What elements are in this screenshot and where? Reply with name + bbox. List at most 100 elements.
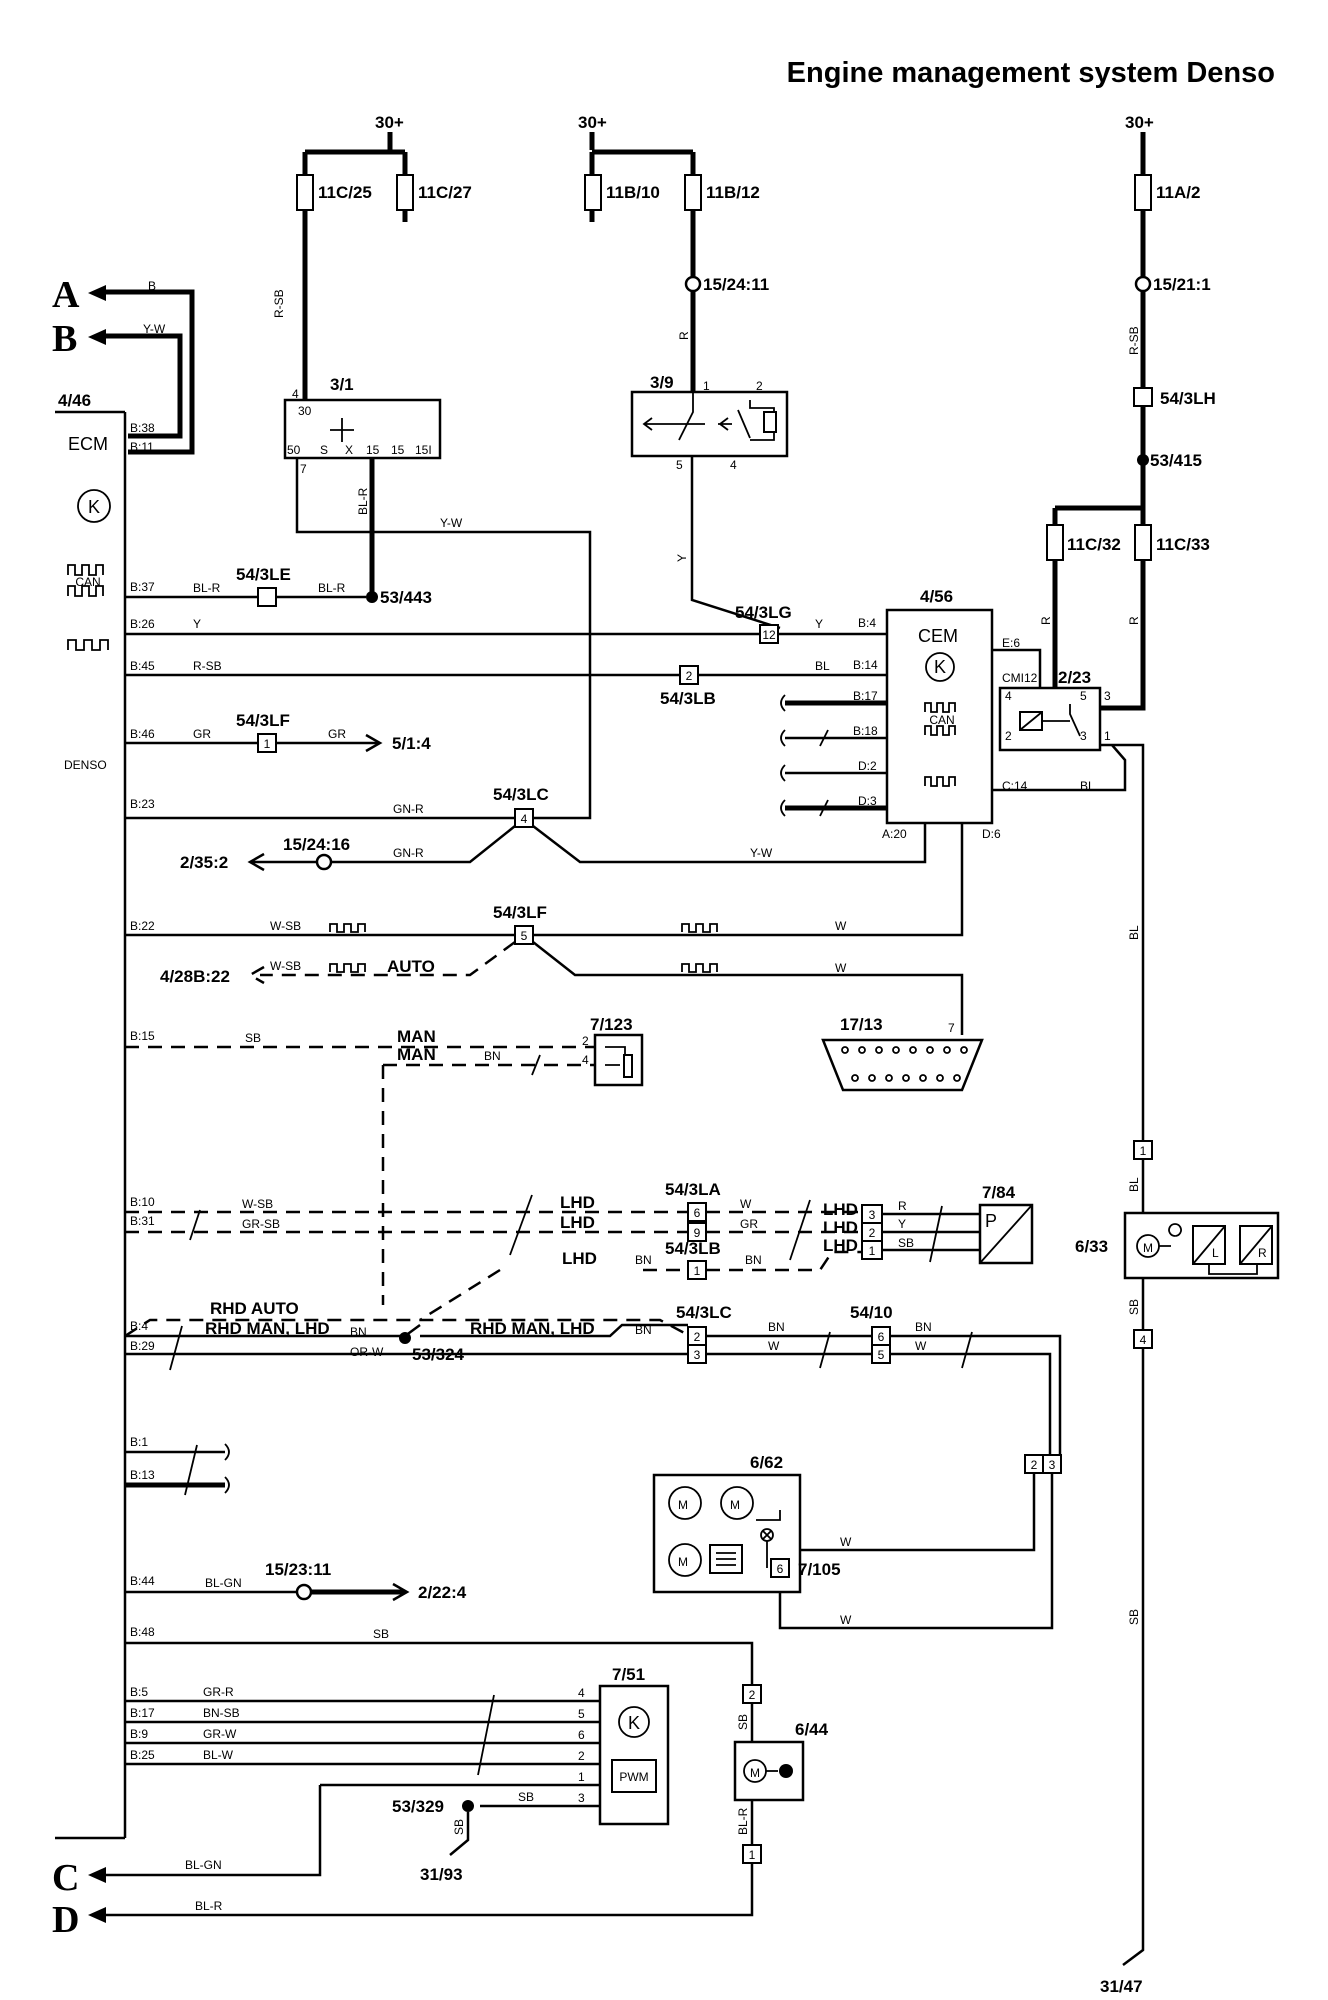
fuse-11b-12-label: 11B/12 [706,183,760,202]
fuse-11b-12 [684,174,702,211]
relay-2-23 [998,686,1102,752]
pressure-sensor-id: 7/84 [982,1183,1016,1202]
cem-thick-stubs [785,700,887,811]
wire-color-bn-1: BN [484,1049,501,1063]
output-a: A [52,274,80,316]
connector-54-3lc-3 [687,1344,707,1364]
sensor-pin-2: 2 [582,1034,589,1048]
node-15-24-11 [684,275,702,293]
sensor-7-123 [593,1033,644,1087]
connector-54-3lg-pin: 12 [762,628,776,642]
ecm-pin-b38: B:38 [130,421,155,435]
wire-color-sb-8: SB [452,1819,466,1835]
connector-54-3lf [257,733,277,753]
sensor-pin-4: 4 [582,1053,589,1067]
wire-color-grsb: GR-SB [242,1217,280,1231]
wire-color-yw-3: Y-W [750,846,773,860]
wire-lc-branches [330,823,927,864]
ecm-pin-b48: B:48 [130,1625,155,1639]
cem-pin-a20: A:20 [882,827,907,841]
cem-left-stubs [785,701,887,810]
arrow-b-icon [88,329,106,345]
ground-31-93: 31/93 [420,1865,463,1884]
relay-term-s: S [320,443,328,457]
wire-color-blr-2: BL-R [318,581,346,595]
wire-color-bl-c14: BL [1080,779,1095,793]
node-15-24-16-label: 15/24:16 [283,835,350,854]
fan-module-l-text: L [1212,1246,1219,1260]
relay-pin-7: 7 [300,462,307,476]
throttle-k-icon [618,1706,650,1738]
climate-unit-id: 6/62 [750,1453,783,1472]
wire-color-r-2: R [1039,616,1053,625]
switch-pin-4: 4 [730,458,737,472]
throttle-id: 7/51 [612,1665,645,1684]
arrow-2-35-2-icon [247,852,317,872]
node-53-443 [366,591,378,603]
connector-54-3la-pin-9: 9 [694,1226,701,1240]
relay2-pin-3: 3 [1104,689,1111,703]
wire-color-b: Y-W [143,322,166,336]
wire-color-bn-6: BN [768,1320,785,1334]
conn-lamp-6 [770,1558,790,1578]
relay-term-30: 30 [298,404,312,418]
ecm-pin-b1: B:1 [130,1435,148,1449]
obd-id: 17/13 [840,1015,883,1034]
throttle-pin-5: 5 [578,1707,585,1721]
ecm-pin-b44: B:44 [130,1574,155,1588]
cem-pin-d2: D:2 [858,759,877,773]
wire-color-w-3: W [740,1197,752,1211]
wire-b48 [125,1641,754,1685]
connector-54-3lc-2-label: 54/3LC [676,1303,732,1322]
throttle-k: K [628,1713,640,1733]
ecm-pin-b23: B:23 [130,797,155,811]
ecm-id: 4/46 [58,391,91,410]
twist-mark-b10 [189,1209,201,1241]
cem-k-icon [925,652,955,682]
wire-color-sb-7: SB [518,1790,534,1804]
wire-bn-to-climate [706,1334,1062,1463]
diagram-title: Engine management system Denso [787,57,1275,89]
fuse-11b-10-label: 11B/10 [606,183,660,202]
ecm-pin-b15: B:15 [130,1029,155,1043]
wire-cem-e6 [992,648,1042,700]
switch-pin-2: 2 [756,379,763,393]
connector-54-3lb-2 [687,1260,707,1280]
ecm-pin-b5: B:5 [130,1685,148,1699]
wire-b [106,333,183,439]
wire-color-bn-7: BN [915,1320,932,1334]
wire-color-w-6: W [840,1535,852,1549]
connector-54-3lb [679,665,699,685]
wire-ground-31-93 [449,1812,470,1856]
ecm-pin-b25: B:25 [130,1748,155,1762]
connector-54-3lf-2-pin: 5 [521,929,528,943]
wire-color-blr-3: BL-R [736,1807,750,1835]
wire-rhd-man-2 [420,1323,688,1338]
connector-54-3lf-2-label: 54/3LF [493,903,547,922]
wire-yw-relay [295,458,592,820]
wires-climate [778,1473,1054,1630]
wire-bl-c14 [992,744,1127,792]
connector-54-10-label: 54/10 [850,1303,893,1322]
relay-term-x: X [345,443,353,457]
connector-54-3lh [1133,387,1153,407]
node-53-329 [462,1800,474,1812]
conn-784-pin-1: 1 [869,1244,876,1258]
note-lhd-3: LHD [562,1249,597,1268]
wire-color-blr-1: BL-R [193,581,221,595]
relay-term-50: 50 [287,443,301,457]
node-53-329-label: 53/329 [392,1797,444,1816]
wire-color-bl-1: BL [815,659,830,673]
note-rhd-auto: RHD AUTO [210,1299,299,1318]
lamp-wires [756,1510,781,1568]
relay-pin-4: 4 [292,387,299,401]
motor-my-text: M [678,1498,688,1512]
wire-color-y-1: Y [193,617,201,631]
switch-pin-5: 5 [676,458,683,472]
relay2-pin-2: 2 [1005,729,1012,743]
output-b: B [52,318,77,360]
can-signal-icon [67,564,104,597]
wire-color-gnr-1: GN-R [393,802,424,816]
node-53-415 [1137,454,1149,466]
wire-lhd-3 [643,1250,862,1272]
